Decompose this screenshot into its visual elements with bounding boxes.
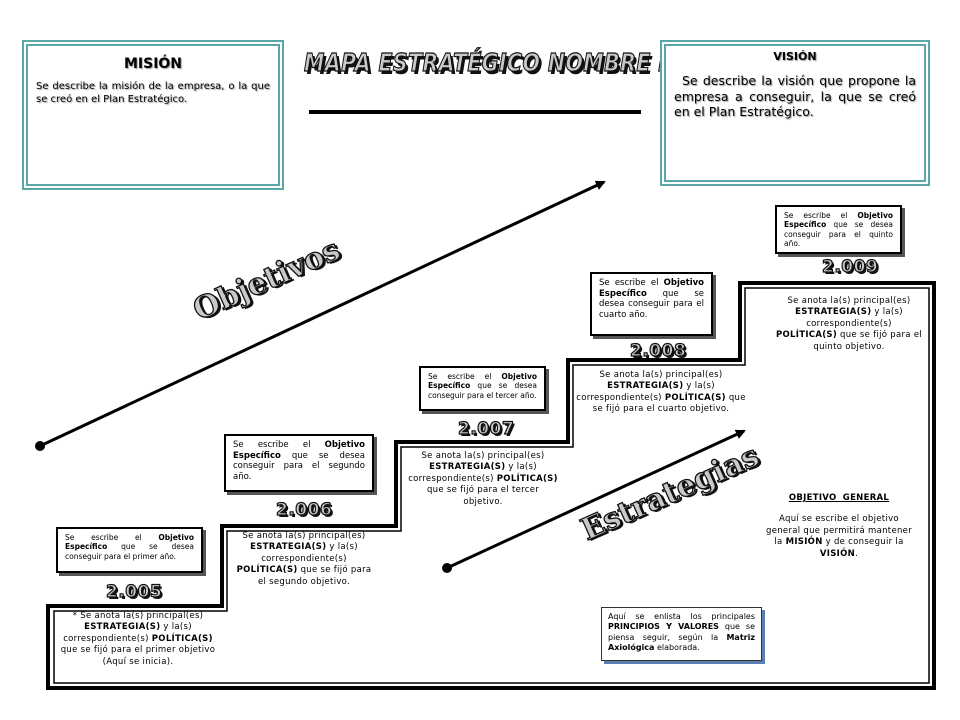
objectives-arrow-start	[35, 441, 45, 451]
stair-outline	[46, 281, 936, 690]
strategies-arrow	[446, 429, 746, 570]
objective-box-2008: Se escribe el Objetivo Específico que se…	[590, 272, 713, 336]
objective-box-2007: Se escribe el Objetivo Específico que se…	[419, 366, 546, 411]
strategy-text-2007: Se anota la(s) principal(es) ESTRATEGIA(…	[408, 451, 558, 507]
year-label-2005: 2.005	[105, 581, 163, 602]
strategy-text-2008: Se anota la(s) principal(es) ESTRATEGIA(…	[576, 370, 746, 415]
objective-box-2006: Se escribe el Objetivo Específico que se…	[224, 434, 374, 492]
vision-heading: VISIÓN	[773, 50, 817, 63]
year-label-2007: 2.007	[457, 418, 515, 439]
objective-box-2005: Se escribe el Objetivo Específico que se…	[56, 527, 203, 573]
year-label-2009: 2.009	[821, 256, 879, 277]
general-objective: OBJETIVO GENERAL Aquí se escribe el obje…	[766, 493, 912, 559]
general-objective-heading: OBJETIVO GENERAL	[788, 493, 890, 503]
objective-box-2009: Se escribe el Objetivo Específico que se…	[775, 205, 902, 254]
values-box: Aquí se enlista los principales PRINCIPI…	[601, 607, 762, 661]
objectives-arrow	[39, 180, 606, 448]
strategy-text-2006: Se anota la(s) principal(es) ESTRATEGIA(…	[236, 531, 372, 587]
mission-heading: MISIÓN	[123, 56, 183, 72]
strategy-text-2005: * Se anota la(s) principal(es) ESTRATEGI…	[60, 611, 216, 667]
mission-text: Se describe la misión de la empresa, o l…	[36, 81, 270, 105]
vision-text: Se describe la visión que propone la emp…	[674, 73, 916, 120]
year-label-2008: 2.008	[629, 340, 687, 361]
mission-box: MISIÓN Se describe la misión de la empre…	[22, 40, 284, 190]
vision-box: VISIÓN Se describe la visión que propone…	[660, 40, 930, 186]
strategy-text-2009: Se anota la(s) principal(es) ESTRATEGIA(…	[776, 296, 923, 352]
year-label-2006: 2.006	[275, 499, 333, 520]
strategies-arrow-start	[442, 563, 452, 573]
